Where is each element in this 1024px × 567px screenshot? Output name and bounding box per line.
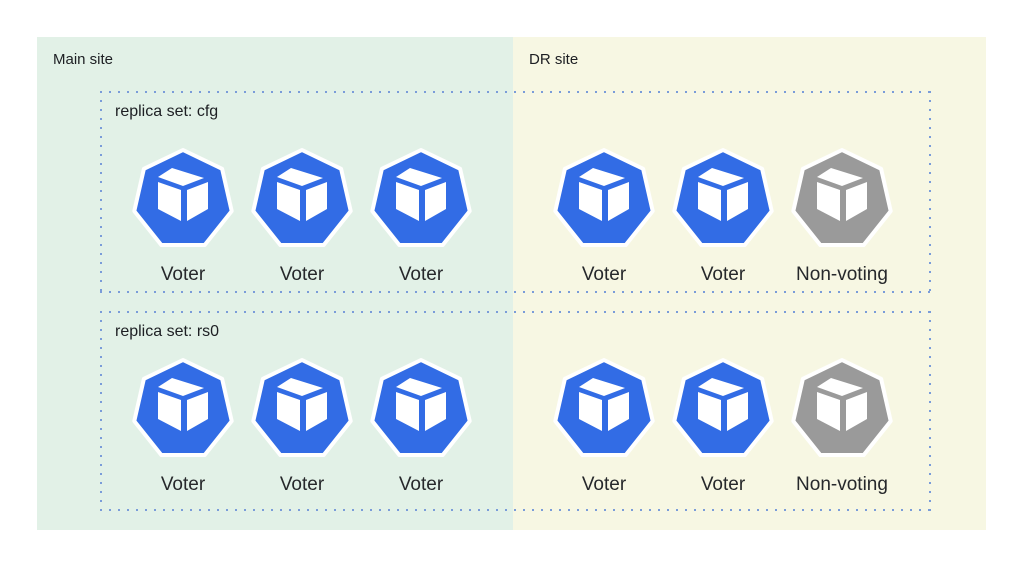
node-label: Voter — [581, 264, 627, 285]
node-icon-wrap — [788, 146, 896, 254]
node-icon-wrap — [127, 146, 239, 254]
replica-node-failed-voter: Voter — [127, 146, 239, 286]
replica-node-voter: Voter — [669, 146, 777, 286]
replica-node-failed-voter: Voter — [246, 356, 358, 496]
cfg-main-site-nodes: Voter Voter Voter — [127, 146, 477, 286]
replica-node-non-voting: Non-voting — [788, 356, 896, 496]
replica-node-failed-voter: Voter — [127, 356, 239, 496]
replica-node-voter: Voter — [550, 146, 658, 286]
node-label: Voter — [279, 264, 325, 285]
heptagon-cube-icon — [553, 148, 655, 247]
node-label: Non-voting — [796, 474, 888, 495]
replica-node-failed-voter: Voter — [365, 146, 477, 286]
heptagon-cube-icon — [672, 148, 774, 247]
node-label: Voter — [160, 264, 206, 285]
node-icon-wrap — [669, 356, 777, 464]
node-icon-wrap — [365, 146, 477, 254]
heptagon-cube-icon — [791, 358, 893, 457]
replica-set-rs0-label: replica set: rs0 — [115, 323, 220, 340]
node-label: Voter — [700, 474, 746, 495]
node-icon-wrap — [669, 146, 777, 254]
node-label: Voter — [398, 264, 444, 285]
node-icon-wrap — [550, 356, 658, 464]
node-icon-wrap — [246, 146, 358, 254]
cfg-dr-site-nodes: Voter Voter Non-voting — [550, 146, 896, 286]
heptagon-cube-icon — [672, 358, 774, 457]
red-x-icon — [365, 365, 477, 455]
red-x-icon — [246, 365, 358, 455]
node-label: Non-voting — [796, 264, 888, 285]
node-label: Voter — [279, 474, 325, 495]
replica-node-voter: Voter — [669, 356, 777, 496]
replica-node-non-voting: Non-voting — [788, 146, 896, 286]
node-label: Voter — [160, 474, 206, 495]
main-site-title: Main site — [53, 51, 114, 68]
node-label: Voter — [700, 264, 746, 285]
rs0-dr-site-nodes: Voter Voter Non-voting — [550, 356, 896, 496]
dr-site-title: DR site — [529, 51, 579, 68]
heptagon-cube-icon — [791, 148, 893, 247]
rs0-main-site-nodes: Voter Voter Voter — [127, 356, 477, 496]
red-x-icon — [127, 155, 239, 245]
replica-set-cfg-box: replica set: cfg Voter Voter — [100, 91, 931, 293]
node-label: Voter — [398, 474, 444, 495]
red-x-icon — [365, 155, 477, 245]
replica-set-cfg-label: replica set: cfg — [115, 103, 219, 120]
replica-node-failed-voter: Voter — [365, 356, 477, 496]
replica-set-rs0-box: replica set: rs0 Voter Voter — [100, 311, 931, 511]
node-icon-wrap — [550, 146, 658, 254]
node-icon-wrap — [127, 356, 239, 464]
node-icon-wrap — [246, 356, 358, 464]
node-icon-wrap — [365, 356, 477, 464]
replica-node-voter: Voter — [550, 356, 658, 496]
node-label: Voter — [581, 474, 627, 495]
heptagon-cube-icon — [553, 358, 655, 457]
red-x-icon — [246, 155, 358, 245]
node-icon-wrap — [788, 356, 896, 464]
replica-node-failed-voter: Voter — [246, 146, 358, 286]
red-x-icon — [127, 365, 239, 455]
